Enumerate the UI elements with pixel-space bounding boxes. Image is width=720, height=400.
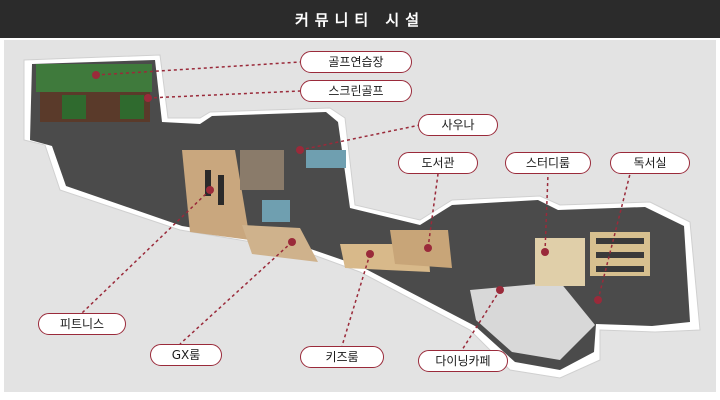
screen-golf-leader [147, 90, 301, 99]
label-sauna: 사우나 [418, 114, 498, 136]
sauna-pool [262, 200, 290, 222]
label-study-room: 스터디룸 [505, 152, 591, 174]
study-room-floor [535, 238, 585, 286]
sauna-leader [299, 124, 421, 151]
reading-desk [596, 252, 644, 258]
reading-room-leader [597, 173, 631, 301]
library-floor [390, 230, 452, 268]
label-reading-room: 독서실 [610, 152, 690, 174]
reading-desk [596, 266, 644, 272]
reading-desk [596, 238, 644, 244]
dining-cafe-floor [470, 282, 595, 360]
screen-golf-bay [62, 95, 86, 119]
page-title: 커뮤니티 시설 [294, 10, 426, 29]
label-screen-golf: 스크린골프 [300, 80, 412, 102]
label-gx-room: GX룸 [150, 344, 222, 366]
label-fitness: 피트니스 [38, 313, 126, 335]
sauna-area [240, 150, 284, 190]
fitness-floor [182, 150, 250, 240]
gx-room-floor [242, 225, 318, 262]
library-leader [427, 173, 439, 249]
study-room-leader [544, 173, 549, 253]
label-library: 도서관 [398, 152, 478, 174]
label-kids-room: 키즈룸 [300, 346, 384, 368]
kids-room-leader [341, 253, 371, 347]
title-bar: 커뮤니티 시설 [0, 0, 720, 38]
gym-equipment [205, 170, 211, 196]
screen-golf-bay [120, 95, 144, 119]
sauna-pool [306, 150, 346, 168]
gx-room-leader [179, 241, 293, 345]
label-golf-practice: 골프연습장 [300, 51, 412, 73]
gym-equipment [218, 175, 224, 205]
label-dining-cafe: 다이닝카페 [418, 350, 508, 372]
golf-practice-leader [95, 61, 301, 76]
